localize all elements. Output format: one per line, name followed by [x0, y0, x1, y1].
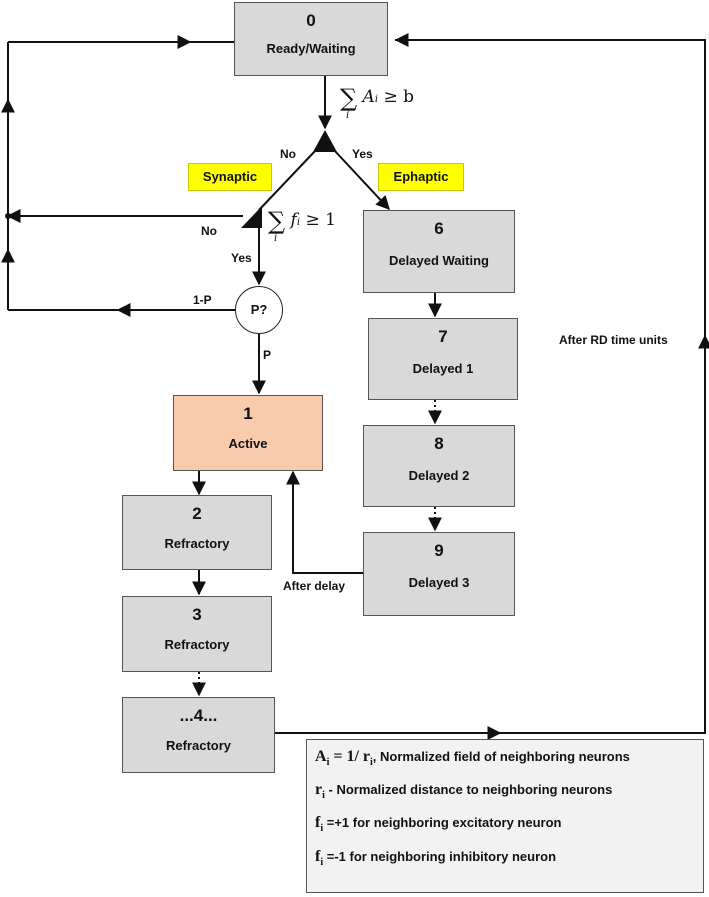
- state-number: 1: [243, 404, 253, 423]
- label-after-delay: After delay: [283, 579, 346, 593]
- label-p: P: [263, 348, 272, 362]
- state-number: 6: [434, 219, 444, 238]
- label-yes-top: Yes: [352, 147, 373, 161]
- state-label: Refractory: [164, 536, 230, 551]
- state-number: 8: [434, 434, 444, 453]
- decision-synaptic-triangle: [241, 206, 262, 228]
- edge-yes-ephaptic: [333, 149, 390, 211]
- state-2-refractory: 2 Refractory: [122, 495, 272, 570]
- label-no-top: No: [280, 147, 296, 161]
- label-no-mid: No: [201, 224, 217, 238]
- state-label: Delayed 3: [408, 575, 470, 590]
- state-number: 7: [438, 327, 448, 346]
- left-junction-dot: [5, 213, 11, 219]
- state-8-delayed-2: 8 Delayed 2: [363, 425, 515, 507]
- legend-row-f-inhibitory: fi =-1 for neighboring inhibitory neuron: [315, 847, 557, 868]
- decision-ephaptic-triangle: [313, 130, 337, 152]
- ephaptic-tag: Ephaptic: [378, 163, 464, 191]
- label-yes-mid: Yes: [231, 251, 252, 265]
- state-label: Refractory: [165, 738, 232, 753]
- ephaptic-sub: i: [374, 94, 379, 105]
- synaptic-var: f: [290, 210, 297, 230]
- label-after-rd: After RD time units: [559, 333, 668, 347]
- legend-box: Ai = 1/ ri, Normalized field of neighbor…: [306, 739, 704, 893]
- state-0-ready-waiting: 0 Ready/Waiting: [234, 2, 388, 76]
- synaptic-condition: ∑ i fi ≥ 1: [268, 207, 336, 244]
- state-9-delayed-3: 9 Delayed 3: [363, 532, 515, 616]
- synaptic-sub: i: [296, 217, 301, 228]
- synaptic-tag: Synaptic: [188, 163, 272, 191]
- state-label: Refractory: [164, 637, 230, 652]
- edge-no-synaptic: [258, 149, 317, 211]
- state-7-delayed-1: 7 Delayed 1: [368, 318, 518, 400]
- ephaptic-condition: ∑ i Ai ≥ b: [340, 84, 414, 121]
- state-label: Active: [228, 436, 268, 451]
- state-number: 9: [434, 541, 444, 560]
- state-number: ...4...: [179, 706, 218, 725]
- state-number: 0: [306, 11, 316, 30]
- state-number: 3: [192, 605, 202, 624]
- edge-9-to-1: [286, 470, 363, 574]
- state-4-refractory: ...4... Refractory: [122, 697, 275, 773]
- state-3-refractory: 3 Refractory: [122, 596, 272, 672]
- state-6-delayed-waiting: 6 Delayed Waiting: [363, 210, 515, 293]
- state-label: Delayed Waiting: [389, 253, 489, 268]
- ephaptic-var: A: [362, 87, 375, 107]
- legend-row-a: Ai = 1/ ri, Normalized field of neighbor…: [315, 748, 630, 769]
- state-label: Delayed 1: [412, 361, 474, 376]
- state-number: 2: [192, 504, 202, 523]
- state-1-active: 1 Active: [173, 395, 323, 471]
- synaptic-rel: ≥ 1: [305, 210, 336, 230]
- label-1-minus-p: 1-P: [193, 293, 212, 307]
- state-label: Delayed 2: [408, 468, 470, 483]
- state-label: Ready/Waiting: [266, 41, 356, 56]
- legend-row-r: ri - Normalized distance to neighboring …: [315, 781, 613, 802]
- legend-row-f-excitatory: fi =+1 for neighboring excitatory neuron: [315, 814, 562, 835]
- probability-node: P?: [235, 286, 283, 334]
- ephaptic-rel: ≥ b: [383, 87, 414, 107]
